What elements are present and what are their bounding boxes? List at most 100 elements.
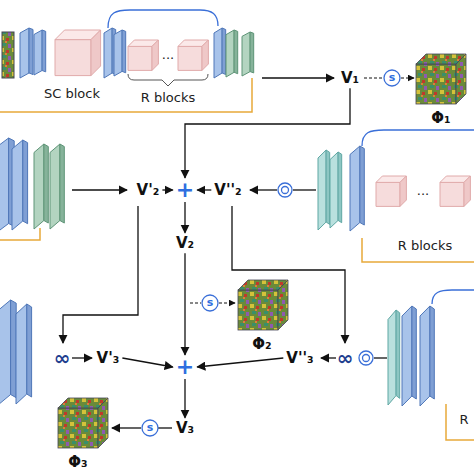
conv-layer <box>12 140 28 230</box>
sum-node: + <box>173 178 197 202</box>
operator-symbol <box>278 183 292 197</box>
conv-layer <box>318 150 330 230</box>
node-text: V''₃ <box>286 349 313 367</box>
label-text: R blocks <box>398 238 452 253</box>
group-outline <box>446 404 474 440</box>
operator-letter: s <box>207 297 214 309</box>
skip-connection <box>108 10 218 28</box>
r-block-cube <box>440 176 470 206</box>
arrow <box>262 77 334 78</box>
dashed-arrow <box>219 303 235 304</box>
tensor-label: V'₃ <box>94 348 123 369</box>
conv-layer <box>214 28 226 78</box>
label-text: Φ₁ <box>431 109 450 127</box>
tensor-label: V''₂ <box>211 180 244 201</box>
node-text: + <box>176 354 194 379</box>
skip-connection <box>432 290 474 304</box>
r-block-cube <box>128 40 158 70</box>
conv-layer <box>34 30 46 75</box>
wire <box>293 189 316 190</box>
label-text: Φ₃ <box>68 453 87 471</box>
output-label: Φ₁ <box>431 110 450 127</box>
output-volume <box>238 280 288 330</box>
tensor-label: V₂ <box>173 233 197 254</box>
label-text: s <box>389 71 396 84</box>
node-text: V₁ <box>341 69 359 87</box>
connector-arrow <box>184 202 185 233</box>
operator-symbol <box>282 187 289 194</box>
label-text: s <box>147 421 154 434</box>
ellipsis: ... <box>417 184 429 198</box>
operator-letter: s <box>147 422 154 434</box>
wire <box>158 427 172 428</box>
wire <box>374 357 387 358</box>
node-text: V'₂ <box>137 181 160 199</box>
tensor-label: V₃ <box>173 418 197 439</box>
arrow <box>112 427 141 428</box>
label-text: R blocks <box>141 90 195 105</box>
tensor-label: V'₂ <box>134 180 163 201</box>
output-label: Φ₃ <box>68 454 87 471</box>
connector-arrow <box>162 189 172 190</box>
block-name: R blocks <box>141 91 195 105</box>
block-name: R <box>459 413 468 427</box>
conv-layer <box>330 152 342 228</box>
conv-layer <box>350 146 364 231</box>
conv-layer <box>114 30 126 76</box>
block-name: SC block <box>44 87 100 101</box>
sc-block-cube <box>55 30 101 76</box>
connector-arrow <box>184 253 185 355</box>
conv-layer <box>420 306 434 406</box>
operator-symbol: ∞ <box>54 347 71 369</box>
conv-layer <box>388 310 400 405</box>
node-text: V₃ <box>176 419 194 437</box>
tensor-label: V₁ <box>338 68 362 89</box>
input-image <box>2 32 14 78</box>
arrow <box>72 189 127 190</box>
arrow <box>63 206 138 343</box>
connector-arrow <box>197 189 211 190</box>
group-outline <box>0 78 252 112</box>
block-name: R blocks <box>398 239 452 253</box>
group-outline <box>0 228 40 240</box>
label-text: ∞ <box>337 346 354 370</box>
conv-layer <box>34 144 48 229</box>
operator-symbol <box>359 351 373 365</box>
arrow <box>232 206 345 343</box>
label-text: ∞ <box>54 346 71 370</box>
connector-arrow <box>122 358 172 367</box>
dashed-arrow <box>190 303 201 304</box>
output-volume <box>416 54 466 104</box>
bracket <box>128 74 208 86</box>
conv-layer <box>20 28 33 78</box>
label-text: SC block <box>44 86 100 101</box>
dashed-arrow <box>401 78 414 79</box>
output-label: Φ₂ <box>252 336 271 353</box>
conv-layer <box>50 144 64 229</box>
conv-layer <box>0 300 16 405</box>
operator-symbol: ∞ <box>337 347 354 369</box>
dashed-arrow <box>364 78 383 79</box>
output-volume <box>58 398 108 448</box>
sum-node: + <box>173 355 197 379</box>
group-outline <box>362 238 474 262</box>
connector-arrow <box>185 88 350 178</box>
operator-symbol <box>363 355 370 362</box>
softmax-symbol <box>384 70 400 86</box>
connector-arrow <box>184 379 185 418</box>
label-text: ... <box>417 183 429 198</box>
arrow <box>250 189 277 190</box>
arrow <box>321 357 336 358</box>
conv-layer <box>242 32 254 76</box>
label-text: ... <box>162 47 174 62</box>
conv-layer <box>16 304 32 404</box>
skip-connection <box>362 130 474 146</box>
softmax-symbol <box>202 295 218 311</box>
arrow <box>72 357 92 358</box>
ellipsis: ... <box>162 48 174 62</box>
node-text: V'₃ <box>97 349 120 367</box>
label-text: R <box>459 412 468 427</box>
